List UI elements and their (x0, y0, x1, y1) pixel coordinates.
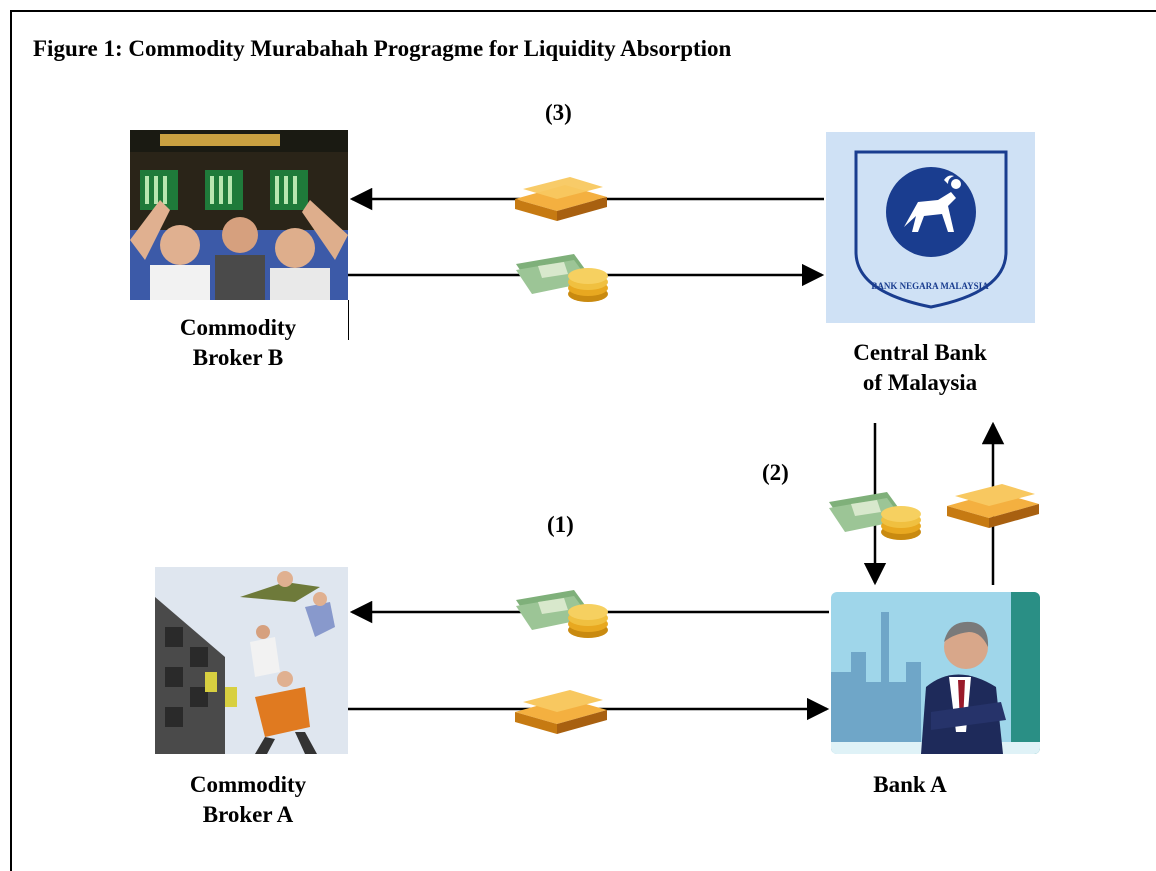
step-2-label: (2) (762, 460, 789, 485)
central-bank-logo-image: BANK NEGARA MALAYSIA (826, 132, 1035, 323)
figure-frame (10, 10, 1156, 871)
broker-b-label-line1: Commodity (179, 315, 297, 340)
broker-a-label-line1: Commodity (189, 772, 307, 797)
central-bank-label-line2: of Malaysia (862, 370, 978, 395)
step-3-label: (3) (545, 100, 572, 125)
bank-a-label: Bank A (835, 770, 985, 800)
broker-b-label: Commodity Broker B (158, 313, 318, 373)
commodity-broker-b-image (130, 130, 348, 300)
central-bank-label-line1: Central Bank (853, 340, 987, 365)
cash-and-coins-icon (516, 590, 608, 638)
commodity-broker-a-image (155, 567, 348, 754)
figure-title: Figure 1: Commodity Murabahah Progragme … (33, 36, 732, 61)
broker-a-label-line2: Broker A (202, 802, 294, 827)
central-bank-label: Central Bank of Malaysia (820, 338, 1020, 398)
cash-and-coins-icon (829, 492, 921, 540)
bank-a-image (831, 592, 1040, 754)
divider-line (348, 300, 349, 340)
gold-bars-icon (515, 690, 607, 734)
broker-a-label: Commodity Broker A (168, 770, 328, 830)
broker-b-label-line2: Broker B (192, 345, 284, 370)
bnm-logo-text: BANK NEGARA MALAYSIA (871, 281, 989, 291)
cash-and-coins-icon (516, 254, 608, 302)
gold-bars-icon (515, 177, 607, 221)
gold-bars-icon (947, 484, 1039, 528)
bank-a-label-line1: Bank A (873, 772, 947, 797)
step-1-label: (1) (547, 512, 574, 537)
